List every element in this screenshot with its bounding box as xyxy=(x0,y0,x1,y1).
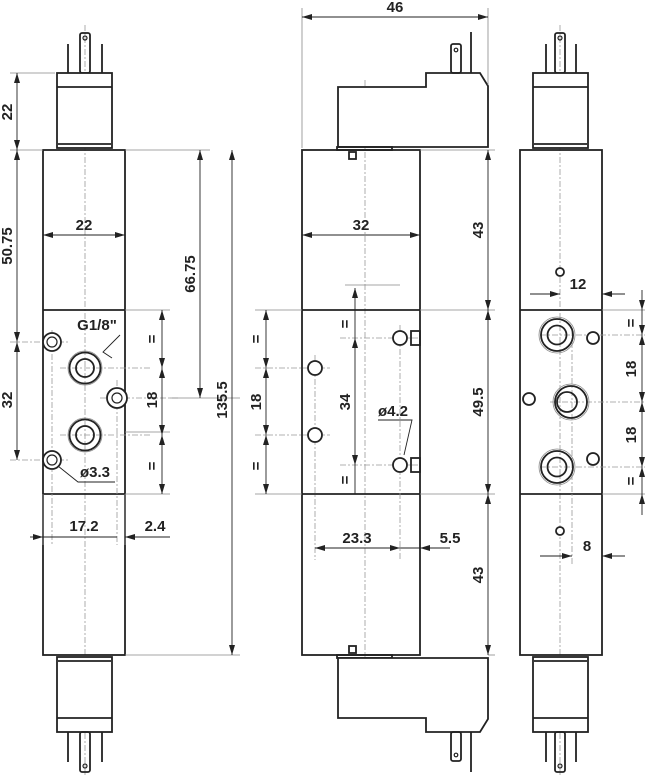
bottom-solenoid xyxy=(56,656,113,773)
ports xyxy=(10,330,180,545)
dim-overall-length: 135.5 xyxy=(214,381,231,419)
callout-mount-hole-side: ø4.2 xyxy=(378,403,408,420)
callout-thread: G1/8" xyxy=(77,317,117,334)
dim-center-pitch: 18 xyxy=(144,392,161,409)
dim-equal-bottom-rear: = xyxy=(623,476,640,485)
dim-equal-top: = xyxy=(144,334,161,343)
valve-body-rear xyxy=(519,149,603,656)
dim-equal-top-mid: = xyxy=(337,319,354,328)
left-view: 22 50.75 32 22 66.75 135.5 18 = = 17.2 2… xyxy=(0,25,240,775)
mount-holes xyxy=(255,325,421,560)
dim-hole-pitch: 34 xyxy=(337,393,354,410)
top-solenoid xyxy=(56,32,113,149)
top-solenoid-side xyxy=(336,32,489,160)
dim-bottom-section: 43 xyxy=(470,567,487,584)
dim-edge-offset: 5.5 xyxy=(440,530,461,547)
dim-pitch-upper: 18 xyxy=(623,361,640,378)
dim-overall-width: 46 xyxy=(387,0,404,16)
ports-rear xyxy=(522,267,645,565)
dim-body-width: 22 xyxy=(76,217,93,234)
right-view: 12 18 18 = = 8 xyxy=(519,25,645,775)
dim-left-pitch: 18 xyxy=(248,394,265,411)
dim-body-width-side: 32 xyxy=(353,217,370,234)
dim-top-section: 43 xyxy=(470,222,487,239)
dim-equal-bottom: = xyxy=(144,461,161,470)
dim-equal-top-rear: = xyxy=(623,318,640,327)
callout-mount-hole: ø3.3 xyxy=(80,464,110,481)
dim-solenoid-height: 22 xyxy=(0,104,16,121)
dim-top-offset: 12 xyxy=(570,276,587,293)
dim-equal-left-top: = xyxy=(248,334,265,343)
dim-offset: 17.2 xyxy=(69,518,98,535)
middle-view: 46 32 43 49.5 43 34 = = 18 = = ø4.2 23.3… xyxy=(248,0,495,772)
bottom-solenoid-side xyxy=(336,645,489,772)
dim-hole-offset: 23.3 xyxy=(342,530,371,547)
dim-side-offset: 2.4 xyxy=(145,518,167,535)
dim-port-spacing: 32 xyxy=(0,392,16,409)
dim-equal-left-bottom: = xyxy=(248,461,265,470)
dim-mid-section: 49.5 xyxy=(470,387,487,416)
dim-pitch-lower: 18 xyxy=(623,427,640,444)
dim-equal-bottom-mid: = xyxy=(337,475,354,484)
top-solenoid-rear xyxy=(532,32,589,149)
dim-bottom-offset: 8 xyxy=(583,538,591,555)
bottom-solenoid-rear xyxy=(532,656,589,773)
dim-to-center: 66.75 xyxy=(182,255,199,293)
dim-upper-section: 50.75 xyxy=(0,227,16,265)
